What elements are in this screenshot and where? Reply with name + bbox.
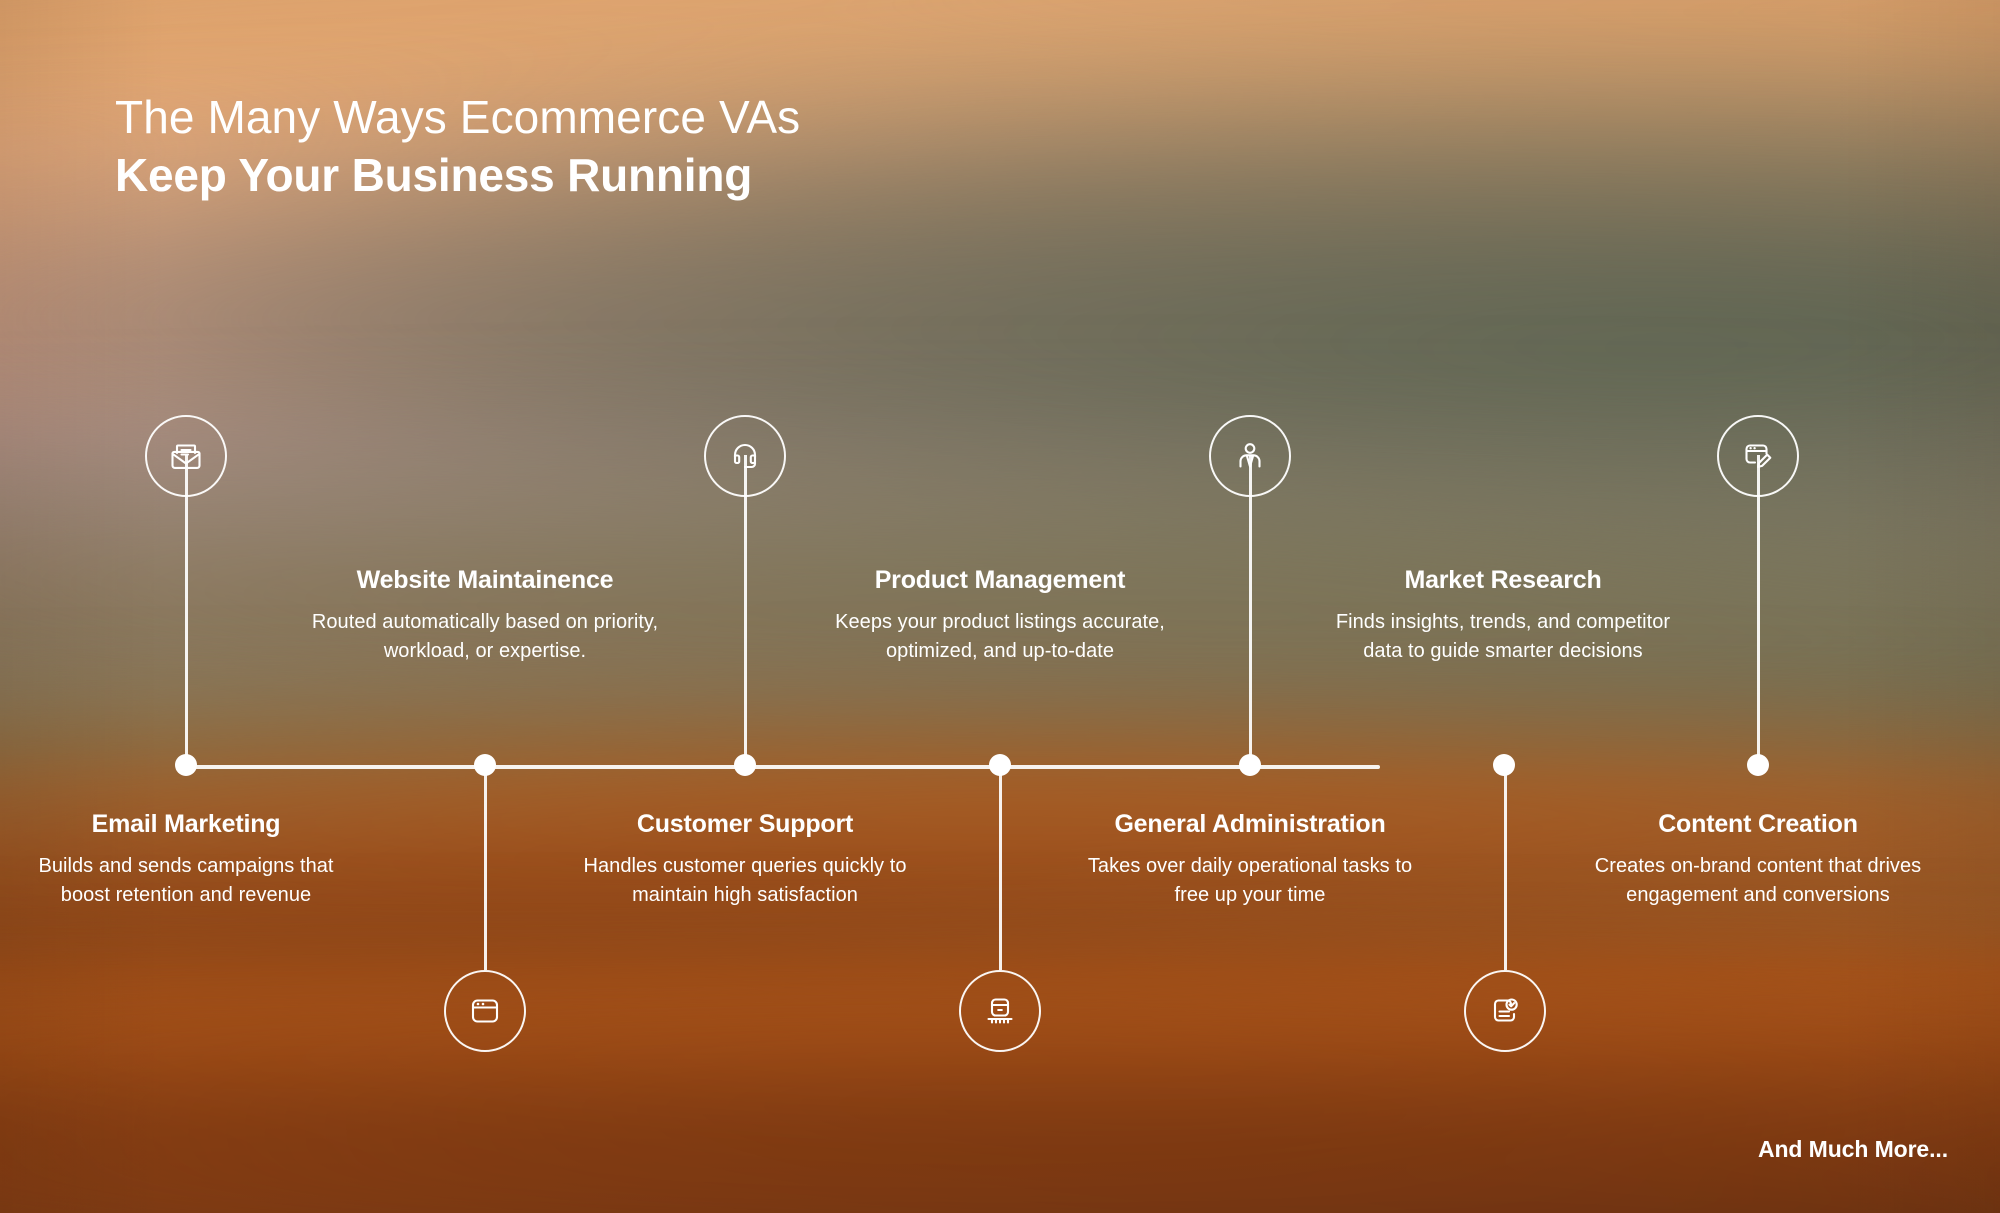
timeline-text-general-administration: General Administration Takes over daily … xyxy=(1040,809,1460,909)
timeline-dot xyxy=(1239,754,1261,776)
timeline-stem xyxy=(1248,455,1252,765)
person-suit-icon xyxy=(1231,437,1269,475)
icon-badge-product-management[interactable] xyxy=(959,970,1041,1052)
item-heading: Website Maintainence xyxy=(356,566,614,594)
item-heading: Email Marketing xyxy=(91,810,281,838)
timeline-dot xyxy=(1492,754,1515,776)
icon-badge-email-marketing[interactable] xyxy=(145,415,227,497)
page-title: The Many Ways Ecommerce VAs Keep Your Bu… xyxy=(115,90,800,203)
item-heading: Customer Support xyxy=(636,810,854,838)
timeline-text-customer-support: Customer Support Handles customer querie… xyxy=(535,809,955,909)
item-heading: Product Management xyxy=(874,566,1126,594)
timeline-text-product-management: Product Management Keeps your product li… xyxy=(790,565,1210,665)
icon-badge-general-administration[interactable] xyxy=(1209,415,1291,497)
item-description: Keeps your product listings accurate, op… xyxy=(835,611,1165,662)
headset-icon xyxy=(726,437,764,475)
timeline-dot xyxy=(734,754,756,776)
envelope-letter-icon xyxy=(166,436,206,476)
timeline-text-market-research: Market Research Finds insights, trends, … xyxy=(1293,565,1713,665)
timeline-text-content-creation: Content Creation Creates on-brand conten… xyxy=(1548,809,1968,909)
page-title-line-1: The Many Ways Ecommerce VAs xyxy=(115,91,801,143)
item-description: Builds and sends campaigns that boost re… xyxy=(38,855,334,906)
timeline-dot xyxy=(474,754,496,776)
icon-badge-market-research[interactable] xyxy=(1464,970,1546,1052)
icon-badge-website-maintainence[interactable] xyxy=(444,970,526,1052)
timeline-dot xyxy=(1747,754,1769,776)
timeline-stem xyxy=(1756,455,1760,765)
item-heading: Market Research xyxy=(1404,566,1602,594)
icon-badge-customer-support[interactable] xyxy=(704,415,786,497)
item-description: Handles customer queries quickly to main… xyxy=(583,855,907,906)
item-description: Routed automatically based on priority, … xyxy=(311,611,659,662)
page-title-line-2: Keep Your Business Running xyxy=(115,149,753,202)
timeline-text-website-maintainence: Website Maintainence Routed automaticall… xyxy=(275,565,695,665)
browser-pencil-icon xyxy=(1739,437,1777,475)
item-description: Creates on-brand content that drives eng… xyxy=(1594,855,1922,906)
timeline-stem xyxy=(184,455,188,765)
timeline-dot xyxy=(989,754,1011,776)
document-check-icon xyxy=(1486,992,1524,1030)
timeline-dot xyxy=(175,754,197,776)
timeline-stem xyxy=(483,765,487,970)
timeline-stem xyxy=(743,455,747,765)
item-description: Finds insights, trends, and competitor d… xyxy=(1335,611,1671,662)
item-description: Takes over daily operational tasks to fr… xyxy=(1087,855,1413,906)
item-heading: Content Creation xyxy=(1658,810,1858,838)
icon-badge-content-creation[interactable] xyxy=(1717,415,1799,497)
browser-window-icon xyxy=(466,992,504,1030)
timeline-stem xyxy=(998,765,1002,970)
timeline-stem xyxy=(1503,765,1507,970)
package-conveyor-icon xyxy=(981,992,1019,1030)
item-heading: General Administration xyxy=(1114,810,1386,838)
footer-note: And Much More... xyxy=(1757,1136,1948,1162)
timeline-axis xyxy=(186,765,1380,769)
timeline-text-email-marketing: Email Marketing Builds and sends campaig… xyxy=(0,809,396,909)
